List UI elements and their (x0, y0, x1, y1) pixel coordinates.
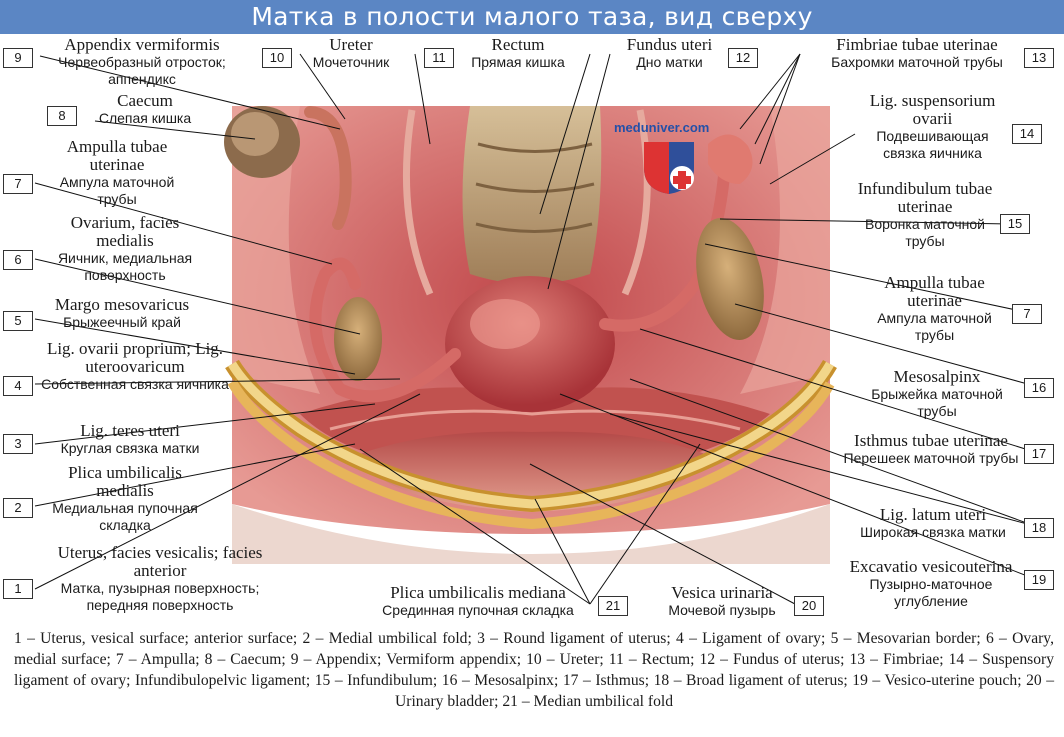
label-fundus: Fundus uteri Дно матки (626, 35, 713, 71)
title-bar: Матка в полости малого таза, вид сверху (0, 0, 1064, 34)
label-number-10: 10 (262, 48, 292, 68)
label-number-6: 6 (3, 250, 33, 270)
label-vesica-urinaria: Vesica urinaria Мочевой пузырь (668, 583, 776, 619)
label-number-19: 19 (1024, 570, 1054, 590)
label-lig-suspensorium: Lig. suspensorium ovarii Подвешивающая с… (869, 91, 996, 162)
label-number-5: 5 (3, 311, 33, 331)
label-appendix: Appendix vermiformis Червеобразный отрос… (58, 35, 226, 88)
figure-caption: 1 – Uterus, vesical surface; anterior su… (14, 630, 1054, 710)
label-isthmus: Isthmus tubae uterinae Перешеек маточной… (843, 431, 1019, 467)
site-logo-icon (644, 142, 694, 194)
label-number-16: 16 (1024, 378, 1054, 398)
label-caecum: Caecum Слепая кишка (98, 91, 192, 127)
label-ampulla-right: Ampulla tubae uterinae Ампула маточной т… (877, 273, 992, 344)
label-lig-teres: Lig. teres uteri Круглая связка матки (60, 421, 200, 457)
watermark: meduniver.com (614, 120, 710, 135)
label-number-13: 13 (1024, 48, 1054, 68)
label-number-15: 15 (1000, 214, 1030, 234)
label-number-14: 14 (1012, 124, 1042, 144)
label-lig-latum: Lig. latum uteri Широкая связка матки (860, 505, 1006, 541)
label-infundibulum: Infundibulum tubae uterinae Воронка мато… (857, 179, 993, 250)
label-ureter: Ureter Мочеточник (312, 35, 390, 71)
label-margo-mesovaricus: Margo mesovaricus Брыжеечный край (54, 295, 190, 331)
anatomy-figure: meduniver.com 9 Appendix vermiformis Чер… (0, 34, 1064, 624)
label-number-7-left: 7 (3, 174, 33, 194)
label-ovarium: Ovarium, facies medialis Яичник, медиаль… (57, 213, 193, 284)
label-number-21: 21 (598, 596, 628, 616)
label-number-18: 18 (1024, 518, 1054, 538)
label-number-7-right: 7 (1012, 304, 1042, 324)
label-number-4: 4 (3, 376, 33, 396)
label-number-17: 17 (1024, 444, 1054, 464)
label-number-9: 9 (3, 48, 33, 68)
label-number-20: 20 (794, 596, 824, 616)
label-number-12: 12 (728, 48, 758, 68)
label-lig-ovarii: Lig. ovarii proprium; Lig. uteroovaricum… (41, 339, 229, 393)
label-uterus-vesicalis: Uterus, facies vesicalis; facies anterio… (57, 543, 263, 614)
label-excavatio: Excavatio vesicouterina Пузырно-маточное… (849, 557, 1013, 610)
label-number-11: 11 (424, 48, 454, 68)
label-plica-mediana: Plica umbilicalis mediana Срединная пупо… (382, 583, 574, 619)
label-number-3: 3 (3, 434, 33, 454)
pelvis-illustration (34, 53, 1036, 605)
label-number-1: 1 (3, 579, 33, 599)
page-title: Матка в полости малого таза, вид сверху (251, 2, 813, 31)
label-number-8: 8 (47, 106, 77, 126)
label-rectum: Rectum Прямая кишка (471, 35, 565, 71)
label-fimbriae: Fimbriae tubae uterinae Бахромки маточно… (831, 35, 1003, 71)
label-number-2: 2 (3, 498, 33, 518)
label-ampulla-left: Ampulla tubae uterinae Ампула маточной т… (59, 137, 175, 208)
label-mesosalpinx: Mesosalpinx Брыжейка маточной трубы (871, 367, 1003, 420)
label-plica-medialis: Plica umbilicalis medialis Медиальная пу… (52, 463, 198, 534)
